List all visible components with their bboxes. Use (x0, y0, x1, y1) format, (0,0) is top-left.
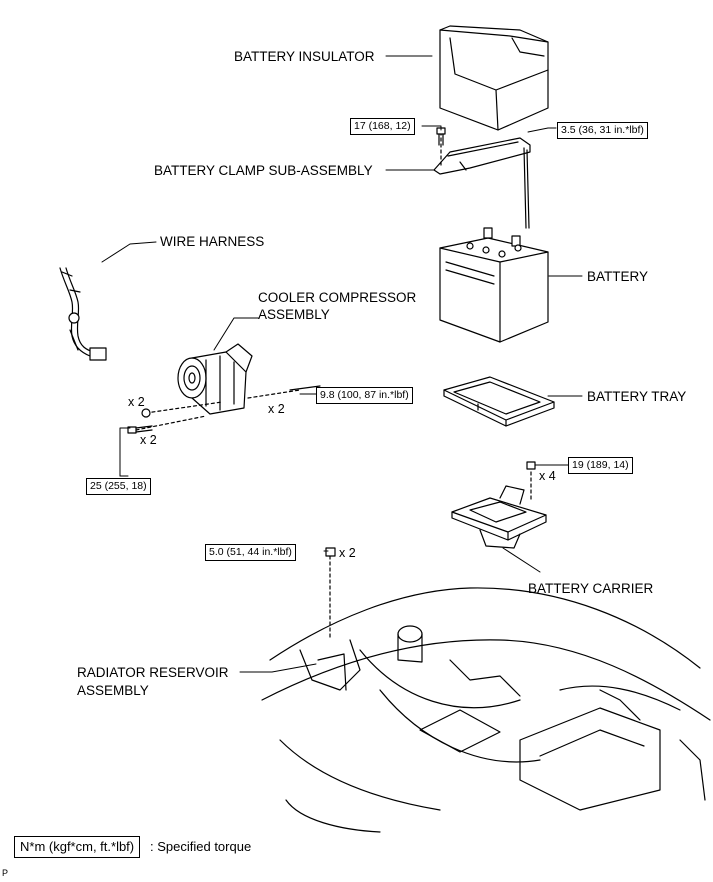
legend-units-box: N*m (kgf*cm, ft.*lbf) (14, 836, 141, 858)
torque-compressor-stud: 9.8 (100, 87 in.*lbf) (316, 387, 413, 404)
multiplier-compressor-bolt: x 2 (140, 433, 157, 447)
label-battery: BATTERY (587, 269, 649, 284)
corner-mark: P (2, 868, 9, 878)
label-radiator-reservoir-line1: RADIATOR RESERVOIR (77, 665, 229, 680)
battery-tray-drawing (443, 376, 555, 427)
label-radiator-reservoir-line2: ASSEMBLY (77, 683, 149, 698)
battery-carrier-drawing (451, 461, 547, 549)
label-battery-insulator: BATTERY INSULATOR (234, 49, 375, 64)
torque-clamp-bolt: 17 (168, 12) (350, 118, 415, 135)
multiplier-compressor-stud: x 2 (268, 402, 285, 416)
multiplier-compressor-nut: x 2 (128, 395, 145, 409)
torque-compressor-bolts: 25 (255, 18) (86, 478, 151, 495)
label-battery-clamp: BATTERY CLAMP SUB-ASSEMBLY (154, 163, 373, 178)
engine-bay-drawing (261, 547, 711, 833)
battery-drawing (439, 227, 549, 343)
label-battery-tray: BATTERY TRAY (587, 389, 687, 404)
label-cooler-compressor-line2: ASSEMBLY (258, 307, 330, 322)
leader-lines (101, 55, 583, 673)
legend-description: : Specified torque (150, 839, 252, 854)
cooler-compressor-drawing (127, 343, 321, 434)
battery-insulator-drawing (439, 25, 549, 131)
multiplier-reservoir-bolts: x 2 (339, 546, 356, 560)
wire-harness-drawing (59, 267, 107, 361)
torque-clamp-rod: 3.5 (36, 31 in.*lbf) (557, 122, 648, 139)
label-battery-carrier: BATTERY CARRIER (528, 581, 654, 596)
torque-carrier-bolts: 19 (189, 14) (568, 457, 633, 474)
battery-clamp-drawing (433, 127, 531, 229)
label-wire-harness: WIRE HARNESS (160, 234, 265, 249)
torque-reservoir-bolts: 5.0 (51, 44 in.*lbf) (205, 544, 296, 561)
multiplier-carrier-bolts: x 4 (539, 469, 556, 483)
label-cooler-compressor-line1: COOLER COMPRESSOR (258, 290, 417, 305)
